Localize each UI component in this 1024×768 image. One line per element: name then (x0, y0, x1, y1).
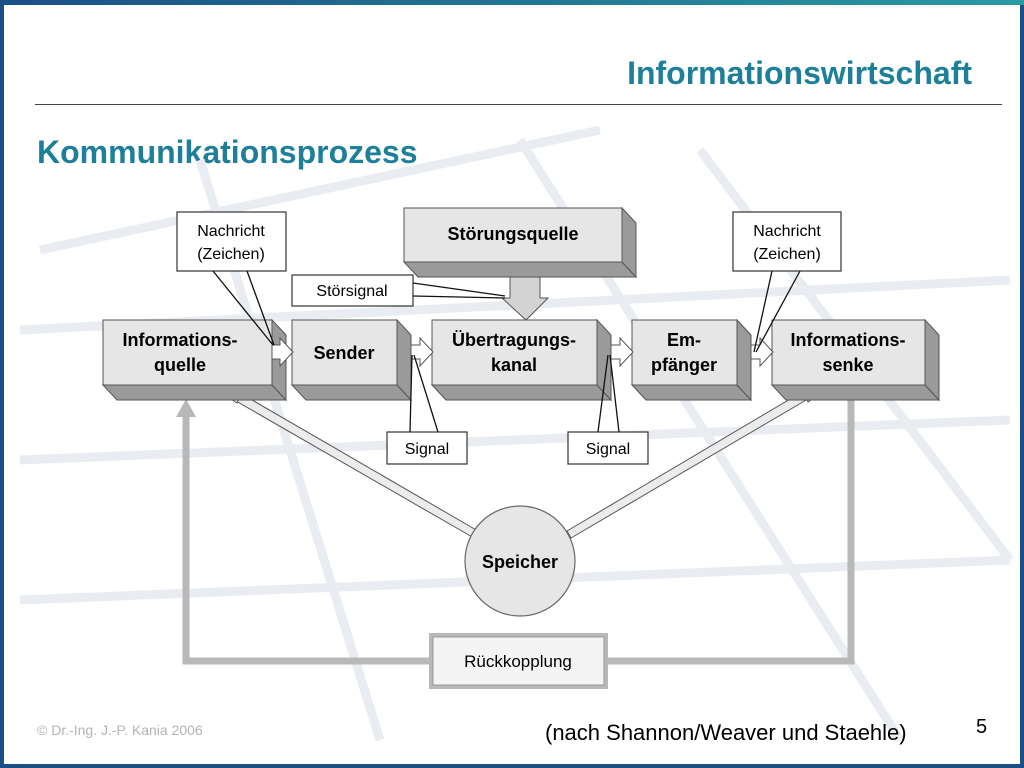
node-uebertragungskanal-line1: Übertragungs- (452, 330, 576, 350)
page-number: 5 (976, 716, 988, 738)
callout-signal-right: Signal (567, 354, 649, 465)
node-speicher-label: Speicher (482, 552, 558, 572)
header-divider (35, 104, 1002, 105)
node-rueckkopplung-label: Rückkopplung (464, 652, 572, 671)
node-stoerungsquelle: Störungsquelle (402, 206, 638, 279)
header-title: Informationswirtschaft (627, 55, 972, 91)
callout-nachricht-left: Nachricht (Zeichen) (176, 211, 287, 346)
source-note: (nach Shannon/Weaver und Staehle) (545, 720, 907, 745)
node-informationsquelle-line2: quelle (154, 355, 206, 375)
callout-nachricht-right: Nachricht (Zeichen) (732, 211, 842, 353)
callout-signal-left: Signal (386, 354, 468, 465)
callout-signal-right-label: Signal (586, 441, 630, 458)
node-stoerungsquelle-label: Störungsquelle (447, 224, 578, 244)
node-rueckkopplung: Rückkopplung (429, 633, 608, 689)
page-title: Kommunikationsprozess (37, 134, 418, 170)
node-informationsquelle-line1: Informations- (123, 330, 238, 350)
node-informationssenke: Informations- senke (770, 318, 941, 402)
callout-signal-left-label: Signal (405, 441, 449, 458)
node-empfaenger: Em- pfänger (630, 318, 753, 402)
node-empfaenger-line1: Em- (667, 330, 701, 350)
flow-arrows (271, 336, 774, 368)
node-uebertragungskanal: Übertragungs- kanal (430, 318, 613, 402)
node-sender: Sender (290, 318, 413, 402)
callout-nachricht-right-line1: Nachricht (753, 223, 821, 240)
slide-frame-top-bar (0, 0, 1024, 5)
node-informationssenke-line2: senke (822, 355, 873, 375)
copyright-note: © Dr.-Ing. J.-P. Kania 2006 (37, 722, 203, 738)
callout-nachricht-right-line2: (Zeichen) (753, 246, 821, 263)
node-empfaenger-line2: pfänger (651, 355, 717, 375)
node-informationsquelle: Informations- quelle (101, 318, 288, 402)
node-uebertragungskanal-line2: kanal (491, 355, 537, 375)
node-speicher: Speicher (464, 505, 576, 617)
callout-nachricht-left-line2: (Zeichen) (197, 246, 265, 263)
node-sender-label: Sender (313, 343, 374, 363)
node-informationssenke-line1: Informations- (791, 330, 906, 350)
callout-nachricht-left-line1: Nachricht (197, 223, 265, 240)
callout-stoersignal-label: Störsignal (316, 283, 387, 300)
callout-stoersignal: Störsignal (291, 274, 506, 307)
